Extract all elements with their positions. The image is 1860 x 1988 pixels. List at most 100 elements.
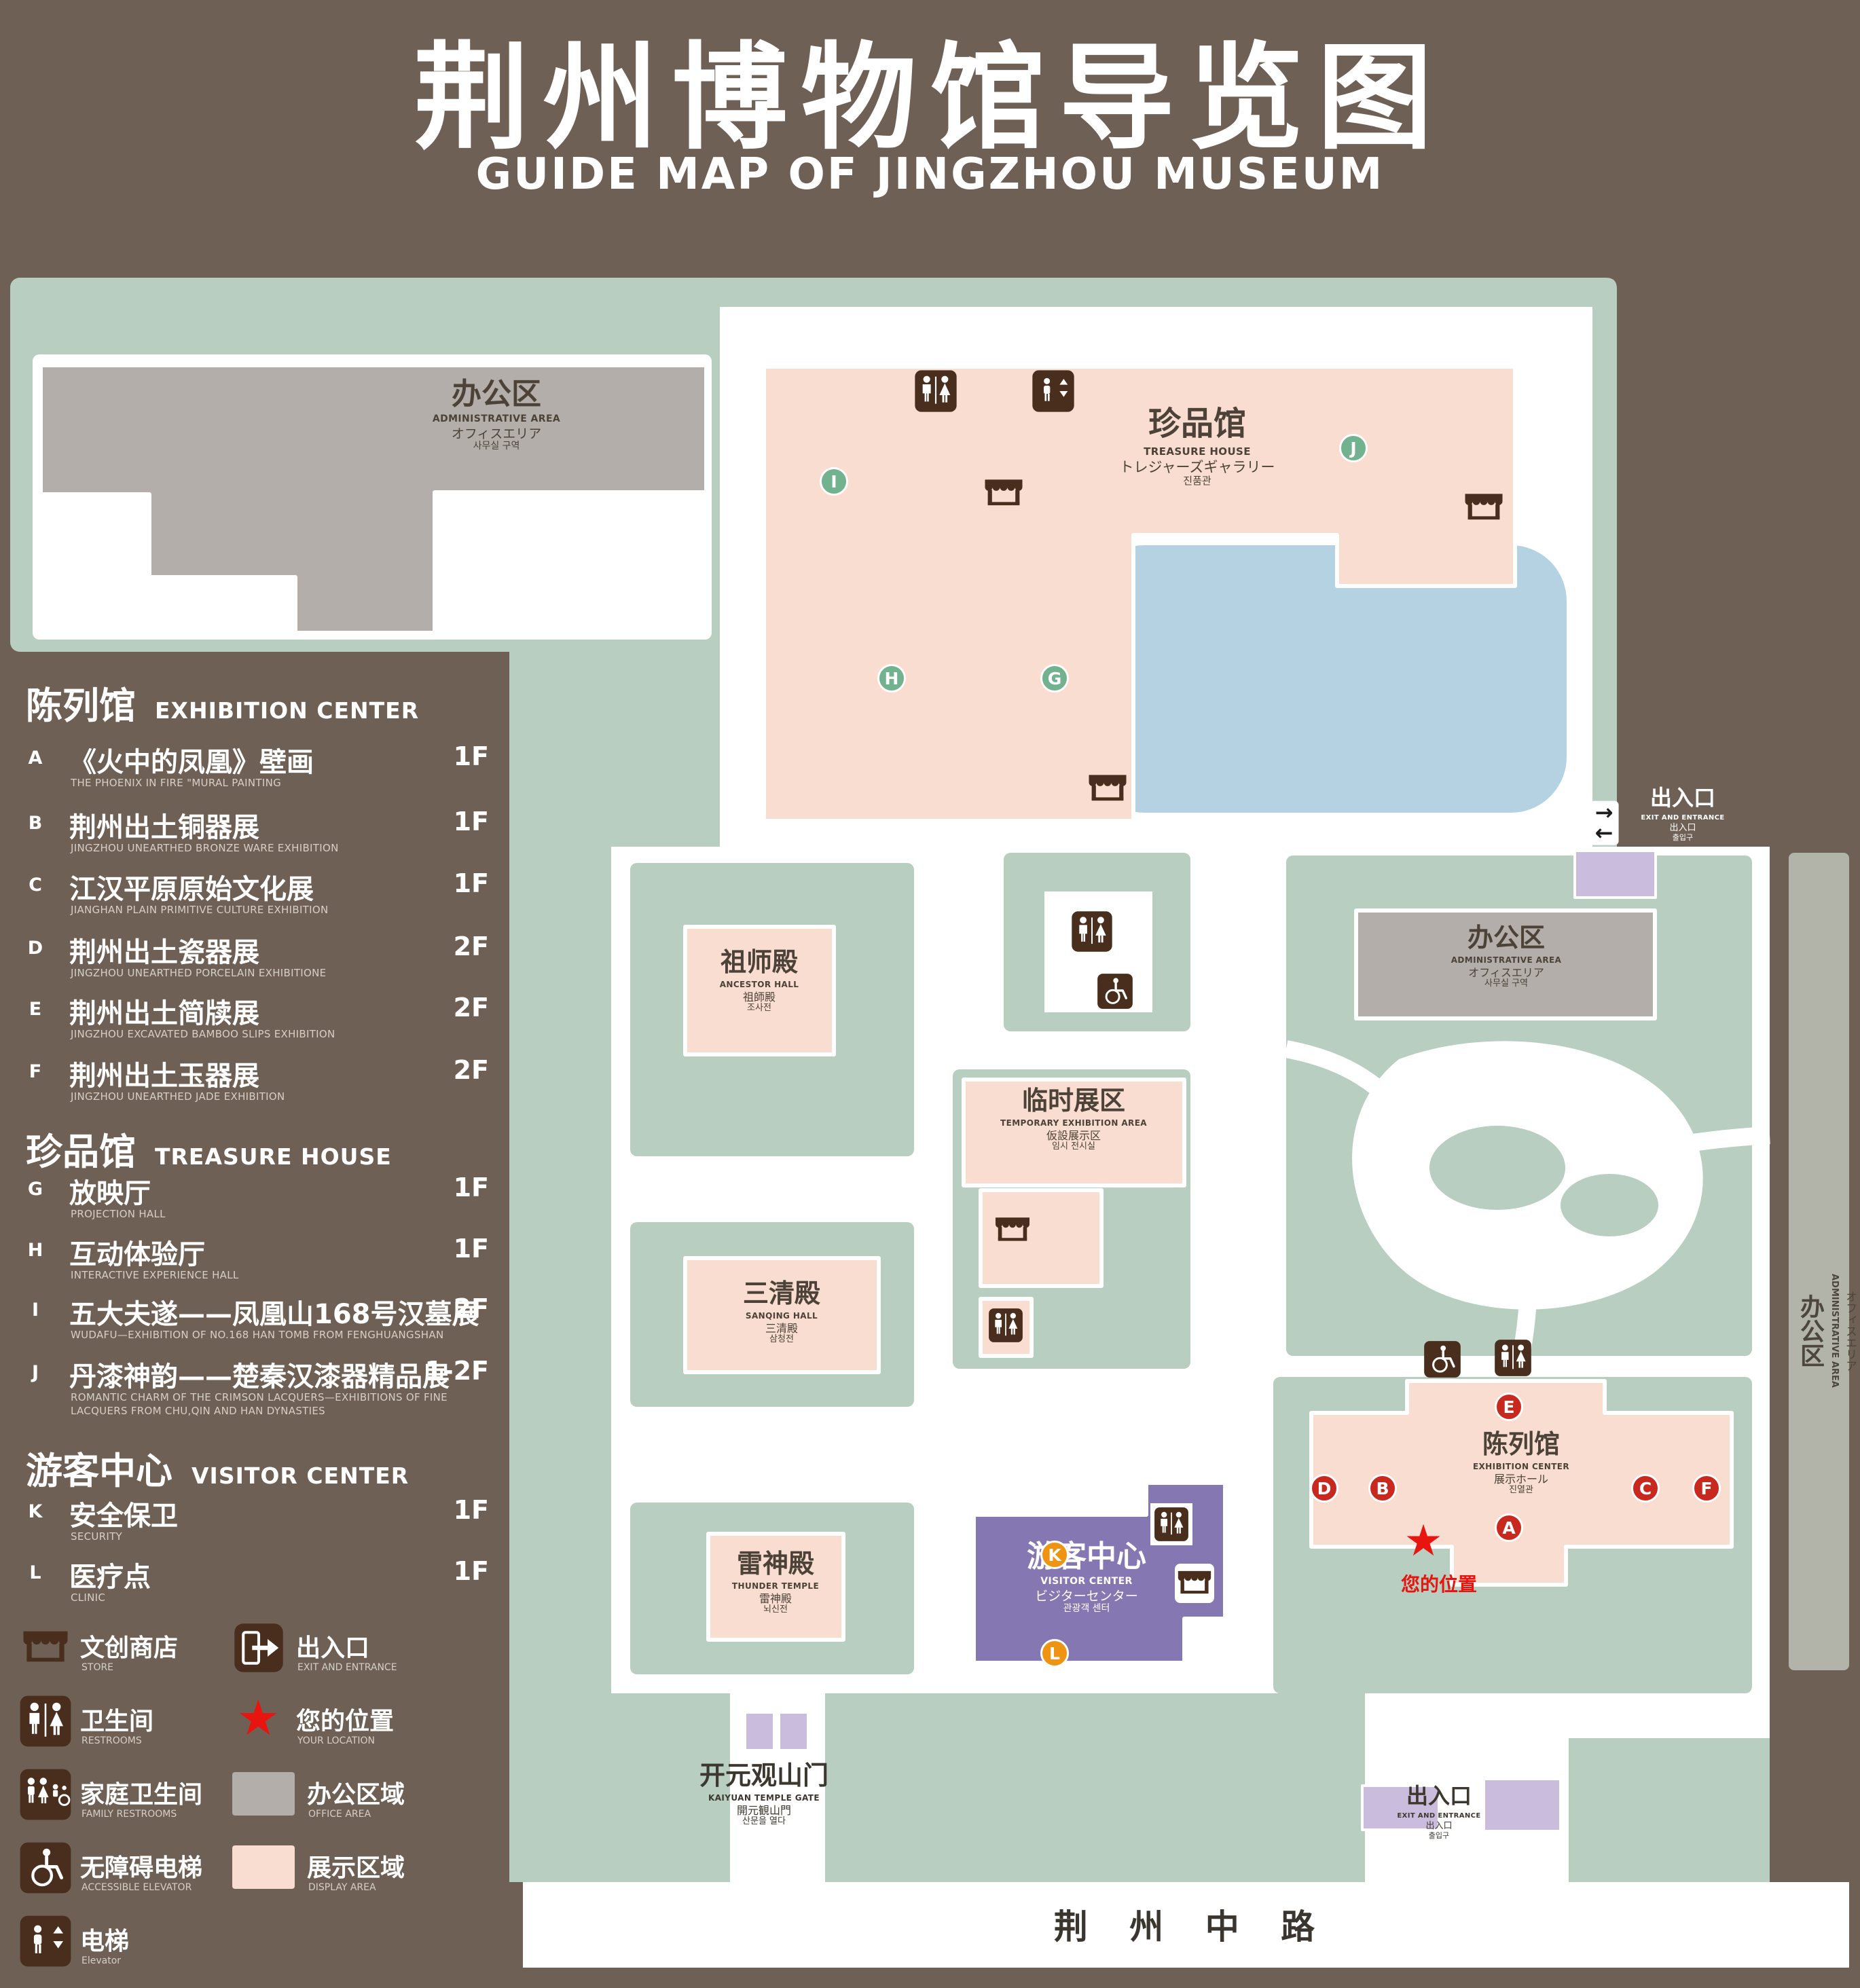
label-zh: 办公区 [1796, 1294, 1824, 1367]
label-en: VISITOR CENTER [1040, 1576, 1133, 1587]
label-ja: 仮設展示区 [1046, 1128, 1101, 1142]
marker-badge: B [28, 812, 43, 834]
admin-mid-label: 办公区 ADMINISTRATIVE AREA オフィスエリア 사무실 구역 [1451, 923, 1562, 989]
item-floor: 1F [453, 741, 489, 771]
marker-a: A [1495, 1513, 1523, 1542]
item-name-en: CLINIC [71, 1591, 106, 1604]
marker-badge: G [27, 1178, 43, 1200]
marker-badge: C [29, 874, 42, 896]
symbol-label-zh: 家庭卫生间 [80, 1781, 203, 1809]
symbol-label-en: Elevator [81, 1955, 122, 1966]
label-ko: 진품관 [1183, 475, 1211, 487]
item-name-zh: 荆州出土铜器展 [69, 812, 259, 843]
label-en: ADMINISTRATIVE AREA [1829, 1274, 1840, 1388]
store-icon [1085, 767, 1130, 811]
marker-badge: D [27, 937, 43, 959]
label-zh: 出入口 [1406, 1783, 1472, 1809]
item-name-zh: 荆州出土简牍展 [69, 998, 259, 1029]
label-ja: トレジャーズギャラリー [1119, 458, 1275, 475]
item-floor: 1F [453, 1556, 489, 1586]
legend-item-e: E 荆州出土简牍展 JINGZHOU EXCAVATED BAMBOO SLIP… [20, 991, 489, 1054]
accessible-elevator-icon [19, 1841, 72, 1894]
label-ja: 出入口 [1425, 1821, 1453, 1832]
item-floor: 2F [453, 1055, 489, 1085]
label-ko: 뇌신전 [763, 1604, 788, 1615]
label-zh: 办公区 [452, 377, 541, 411]
item-name-en: JINGZHOU EXCAVATED BAMBOO SLIPS EXHIBITI… [71, 1028, 335, 1040]
symbol-label-zh: 您的位置 [296, 1708, 395, 1735]
label-ko: 진열관 [1509, 1484, 1533, 1495]
item-name-en: SECURITY [71, 1530, 123, 1543]
item-name-zh: 《火中的凤凰》壁画 [69, 747, 314, 778]
label-zh: 雷神殿 [736, 1549, 814, 1579]
item-floor: 1F [453, 1173, 489, 1202]
label-en: KAIYUAN TEMPLE GATE [708, 1792, 820, 1803]
page-title: 荆州博物馆导览图 [414, 31, 1446, 166]
temporary-exhibition-label: 临时展区 TEMPORARY EXHIBITION AREA 仮設展示区 임시 … [1000, 1086, 1147, 1152]
item-name-en: ROMANTIC CHARM OF THE CRIMSON LACQUERS—E… [71, 1391, 448, 1417]
entrance-blocks [744, 849, 1657, 1833]
label-ko: 출입구 [1672, 832, 1694, 842]
symbol-label-en: STORE [81, 1662, 114, 1673]
legend-item-b: B 荆州出土铜器展 JINGZHOU UNEARTHED BRONZE WARE… [20, 805, 489, 868]
marker-j: J [1339, 434, 1368, 462]
marker-i: I [820, 467, 848, 496]
temporary-exhibition-building [962, 1078, 1186, 1188]
item-name-en: JINGZHOU UNEARTHED BRONZE WARE EXHIBITIO… [71, 842, 339, 854]
label-ko: 산문을 열다 [742, 1816, 786, 1826]
label-en: EXIT AND ENTRANCE [1641, 813, 1725, 822]
road [523, 1882, 1849, 1968]
item-name-zh: 荆州出土瓷器展 [69, 937, 259, 968]
exit-icon [232, 1621, 285, 1674]
legend-item-i: I 五大夫遂——凤凰山168号汉墓展 WUDAFU—EXHIBITION OF … [20, 1292, 489, 1355]
label-ja: 三清殿 [765, 1321, 799, 1335]
section-title-en: VISITOR CENTER [192, 1462, 409, 1489]
item-name-zh: 江汉平原原始文化展 [69, 874, 314, 905]
item-floor: 1-2F [424, 1356, 489, 1386]
label-zh: 祖师殿 [720, 947, 799, 977]
kaiyuan-gate-label: 开元观山门 KAIYUAN TEMPLE GATE 開元観山門 산문을 열다 [699, 1761, 828, 1826]
item-name-zh: 放映厅 [69, 1178, 151, 1209]
marker-c: C [1631, 1474, 1660, 1503]
marker-badge: K [28, 1501, 43, 1522]
item-floor: 2F [453, 1293, 489, 1323]
symbol-label-zh: 电梯 [80, 1928, 130, 1955]
exit-bottom-label: 出入口 EXIT AND ENTRANCE 出入口 출입구 [1397, 1784, 1480, 1840]
admin-right-label: 办公区 ADMINISTRATIVE AREA オフィスエリア 사무실 구역 [1790, 998, 1857, 1663]
restroom-icon [19, 1695, 72, 1748]
symbol-label-en: OFFICE AREA [308, 1809, 371, 1820]
legend-item-l: L 医疗点 CLINIC 1F [20, 1555, 489, 1617]
legend-section-visitor-center: 游客中心 VISITOR CENTER [26, 1441, 409, 1494]
label-zh: 出入口 [1649, 785, 1716, 811]
marker-l: L [1040, 1639, 1069, 1668]
arrow-left-icon: ← [1594, 820, 1613, 846]
symbol-label-en: YOUR LOCATION [297, 1735, 375, 1746]
store-icon [1175, 1564, 1214, 1603]
exit-right-label: 出入口 EXIT AND ENTRANCE 出入口 출입구 [1641, 786, 1724, 842]
marker-badge: A [28, 747, 43, 769]
legend-item-f: F 荆州出土玉器展 JINGZHOU UNEARTHED JADE EXHIBI… [20, 1054, 489, 1116]
store-icon [1461, 485, 1506, 530]
admin-top-building [39, 363, 708, 635]
admin-top-label: 办公区 ADMINISTRATIVE AREA オフィスエリア 사무실 구역 [433, 378, 560, 452]
symbol-label-en: RESTROOMS [81, 1735, 142, 1746]
symbol-label-en: FAMILY RESTROOMS [81, 1809, 177, 1820]
ancestor-hall-label: 祖师殿 ANCESTOR HALL 祖師殿 조사전 [720, 948, 799, 1013]
label-ko: 출입구 [1428, 1830, 1450, 1840]
section-title-zh: 珍品馆 [26, 1130, 136, 1173]
label-en: THUNDER TEMPLE [731, 1581, 820, 1591]
item-name-zh: 互动体验厅 [69, 1239, 205, 1270]
marker-d: D [1310, 1474, 1338, 1503]
label-ja: 開元観山門 [736, 1803, 792, 1817]
marker-e: E [1495, 1393, 1523, 1421]
legend-section-exhibition-center: 陈列馆 EXHIBITION CENTER [26, 676, 419, 729]
marker-g: G [1040, 664, 1069, 693]
legend-section-treasure-house: 珍品馆 TREASURE HOUSE [26, 1122, 392, 1175]
family-restroom-icon [19, 1768, 72, 1821]
item-name-en: INTERACTIVE EXPERIENCE HALL [71, 1269, 239, 1281]
label-ja: 祖師殿 [742, 990, 776, 1004]
symbol-label-zh: 办公区域 [307, 1781, 405, 1809]
section-title-zh: 陈列馆 [26, 684, 136, 727]
label-ja: オフィスエリア [451, 426, 542, 441]
marker-badge: E [29, 998, 42, 1020]
